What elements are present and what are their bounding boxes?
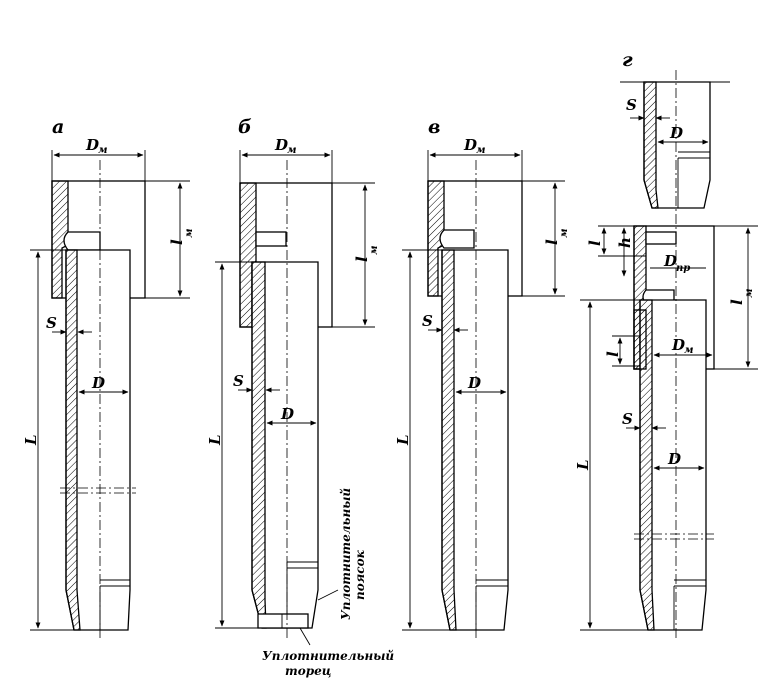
dim-label-S-b: S — [233, 372, 244, 390]
dim-sub-lm-g: м — [744, 288, 755, 298]
dim-label-Dnp-g: D — [663, 252, 677, 270]
dim-label-L-g: L — [574, 459, 592, 471]
note-sealing-face-line1: Уплотнительный — [262, 649, 394, 663]
panel-v: в D м l м L S D — [394, 116, 570, 640]
dim-sub-m-g: м — [684, 345, 694, 356]
panel-label-a: а — [52, 116, 64, 138]
panel-g: г S D l h D — [574, 49, 758, 640]
dim-label-D-v: D — [463, 136, 477, 154]
lower-pipe-wall-g — [639, 299, 655, 631]
dim-sub-lm-a: м — [184, 228, 195, 238]
dim-label-l-a: l — [168, 239, 186, 245]
dim-label-Dpipe-v: D — [467, 374, 481, 392]
dim-sub-lm-v: м — [559, 228, 570, 238]
dim-label-D-g-m: D — [671, 336, 685, 354]
dim-sub-m-a: м — [98, 145, 108, 156]
thread-recess-v — [439, 229, 475, 249]
dim-label-S-g: S — [622, 410, 633, 428]
dim-label-l-v: l — [543, 239, 561, 245]
dim-label-L-a: L — [22, 434, 40, 446]
dim-sub-m-b: м — [287, 145, 297, 156]
pipe-wall-a — [65, 249, 81, 631]
dim-label-Dpipe-g: D — [667, 450, 681, 468]
dim-sub-np-g: пр — [676, 263, 690, 274]
dim-label-L-b: L — [206, 434, 224, 446]
note-sealing-face-line2: торец — [285, 664, 331, 678]
dim-label-D-a: D — [85, 136, 99, 154]
dim-label-l-g-top: l — [586, 240, 604, 246]
dim-label-S-a: S — [46, 314, 57, 332]
dim-label-l-g-m: l — [728, 299, 746, 305]
dim-label-S-v: S — [422, 312, 433, 330]
sealing-end-b — [257, 613, 309, 629]
thread-recess-a — [63, 231, 101, 251]
dim-label-Dpipe-a: D — [91, 374, 105, 392]
coupling-wall-v — [427, 180, 445, 297]
dim-sub-m-v: м — [476, 145, 486, 156]
panel-label-g: г — [622, 49, 633, 71]
top-recess-g — [645, 231, 677, 245]
dim-label-l-g-bottom: l — [604, 351, 622, 357]
dim-label-L-v: L — [394, 434, 412, 446]
note-sealing-belt-line2: поясок — [353, 549, 367, 600]
upper-pipe-wall-g — [643, 81, 659, 209]
panel-label-b: б — [238, 116, 252, 138]
dim-sub-lm-b: м — [369, 245, 380, 255]
panel-a: а D м l м L S — [22, 116, 195, 640]
dim-label-D-b: D — [274, 136, 288, 154]
thread-recess-b — [255, 231, 287, 247]
dim-label-h-g: h — [616, 237, 634, 248]
pipe-wall-v — [441, 249, 457, 631]
note-sealing-belt-line1: Уплотнительный — [339, 488, 353, 620]
panel-label-v: в — [428, 116, 440, 138]
pipe-wall-b — [251, 261, 267, 629]
dim-label-S-g-top: S — [626, 96, 637, 114]
panel-b: б D м l м L S D — [206, 116, 394, 678]
dim-label-l-b: l — [353, 256, 371, 262]
coupling-wall-a — [51, 180, 69, 299]
dim-label-Dpipe-b: D — [280, 405, 294, 423]
